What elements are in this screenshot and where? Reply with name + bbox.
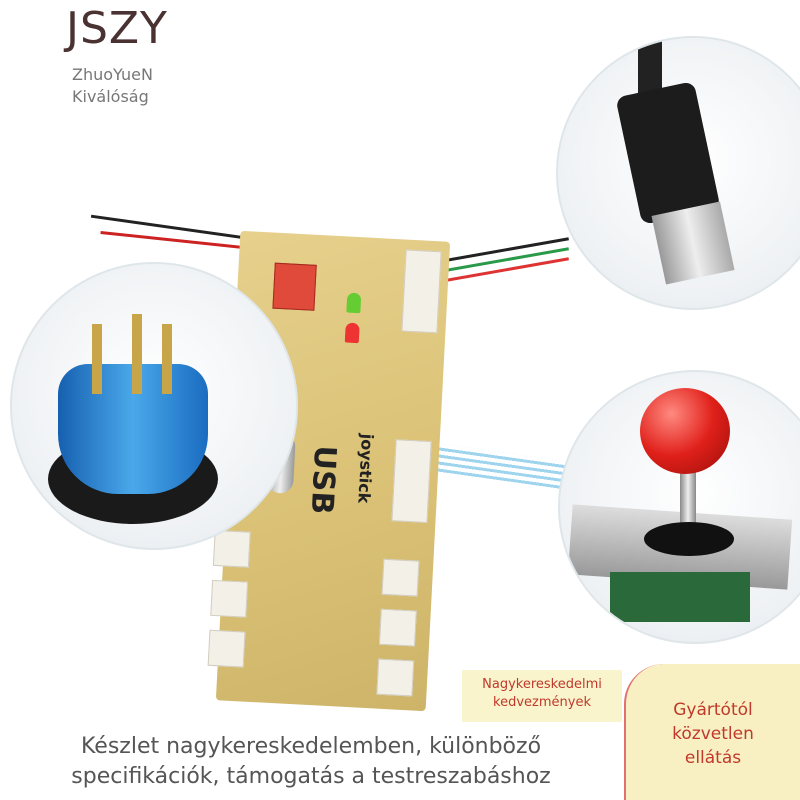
pcb-joystick-label: joystick (354, 433, 377, 504)
joystick-ball-top (640, 388, 730, 474)
usb-connector (401, 249, 442, 334)
usb-plug-metal (651, 201, 735, 285)
factory-direct-badge: Gyártótól közvetlen ellátás (624, 664, 800, 800)
joystick-shaft (680, 452, 696, 542)
brand-tagline: ZhuoYueN Kiválóság (72, 64, 153, 108)
wholesale-discount-badge: Nagykereskedelmi kedvezmények (462, 670, 622, 722)
pcb-usb-label: USB (303, 444, 343, 516)
button-connector (378, 608, 417, 647)
power-connector (272, 262, 317, 311)
caption-line: Készlet nagykereskedelemben, különböző (80, 734, 542, 759)
button-terminal (132, 314, 142, 394)
brand-logo: JSZY (66, 3, 168, 54)
joystick-closeup (558, 370, 800, 644)
green-led (346, 292, 362, 314)
badge-text: Nagykereskedelmi (482, 677, 602, 692)
badge-text: közvetlen (672, 724, 754, 744)
button-connector (376, 658, 415, 697)
badge-text: Gyártótól (673, 700, 753, 720)
button-connector (212, 529, 251, 568)
button-connector (207, 629, 246, 668)
joystick-base (644, 522, 734, 556)
tagline-line2: Kiválóság (72, 87, 149, 106)
button-connector (210, 579, 249, 618)
tagline-line1: ZhuoYueN (72, 65, 153, 84)
button-terminal (92, 324, 102, 394)
caption: Készlet nagykereskedelemben, különböző s… (0, 724, 622, 800)
joystick-connector (391, 439, 432, 524)
red-led (344, 322, 360, 344)
caption-line: specifikációk, támogatás a testreszabásh… (71, 764, 551, 789)
arcade-button-closeup (10, 262, 298, 550)
usb-plug-body (615, 81, 721, 225)
badge-text: ellátás (684, 748, 742, 768)
button-terminal (162, 324, 172, 394)
badge-text: kedvezmények (493, 695, 591, 710)
joystick-pcb (610, 572, 750, 622)
usb-plug-closeup (556, 36, 800, 310)
button-connector (381, 558, 420, 597)
